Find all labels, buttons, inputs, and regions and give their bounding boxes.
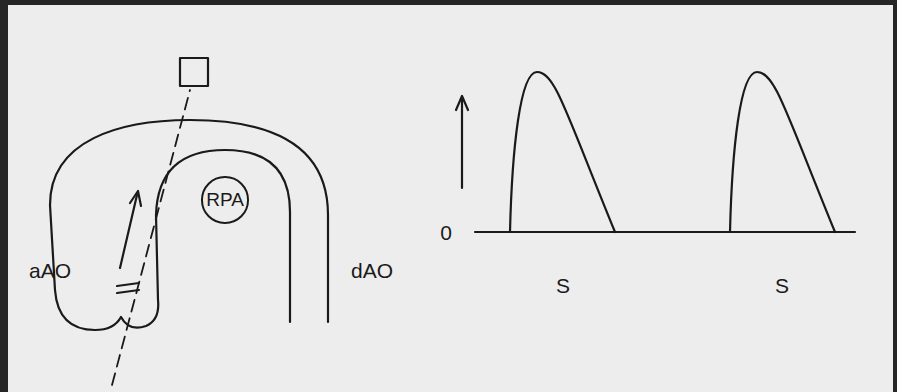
flow-arrow-shaft bbox=[120, 195, 137, 268]
velocity-axis-arrow bbox=[461, 98, 463, 188]
aortic-arch-inner bbox=[50, 150, 290, 330]
phase-label: S bbox=[556, 275, 570, 296]
transducer-square bbox=[180, 58, 208, 86]
vessel-label: RPA bbox=[206, 190, 244, 209]
axis-label: 0 bbox=[440, 222, 452, 243]
baseline-axis bbox=[475, 231, 855, 233]
aortic-arch-outer bbox=[50, 120, 328, 322]
page-ground bbox=[8, 5, 893, 392]
vessel-label: dAO bbox=[351, 260, 393, 281]
velocity-axis-head bbox=[456, 96, 468, 110]
vessel-label: aAO bbox=[29, 260, 71, 281]
valve-mark bbox=[117, 283, 139, 286]
flow-arrow-head bbox=[130, 191, 141, 206]
doppler-beam bbox=[112, 90, 190, 385]
doppler-wave bbox=[510, 72, 615, 232]
vessel-circle: RPA bbox=[201, 176, 249, 224]
phase-label: S bbox=[775, 275, 789, 296]
doppler-wave bbox=[730, 72, 835, 232]
